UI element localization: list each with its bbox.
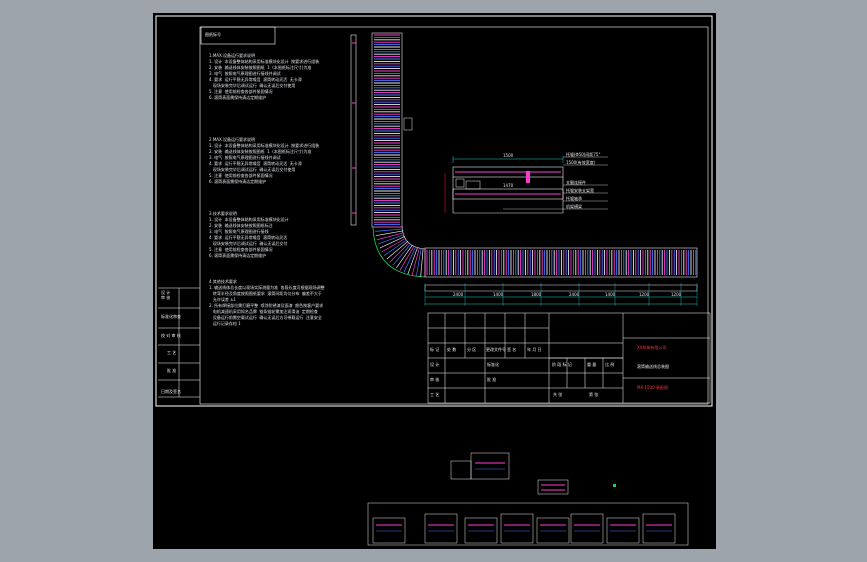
left-strip-3: 工 艺 xyxy=(167,350,177,355)
drawing-canvas[interactable] xyxy=(153,13,716,549)
bottom-dim-3: 2400 xyxy=(569,292,580,297)
tb-stage: 阶 段 标 记 xyxy=(552,362,572,367)
tech-notes-4: 4.其他技术要求 1. 输送线体总长度以现场实际测量为准 各段长度可根据现场调整… xyxy=(209,279,325,326)
thumbnail-sheet xyxy=(500,513,534,544)
callout-1: 1500(有效宽度) xyxy=(566,160,596,165)
vertical-rollers xyxy=(374,34,400,226)
bottom-dim-0: 2400 xyxy=(453,292,464,297)
roller xyxy=(375,230,404,237)
roller xyxy=(379,235,406,249)
plan-label: 图纸标号 xyxy=(205,32,221,37)
roller xyxy=(392,243,412,266)
horizontal-frame xyxy=(424,247,698,278)
left-strip-5: 日期及签名 xyxy=(161,389,181,394)
roller xyxy=(411,248,420,276)
roller xyxy=(399,245,415,271)
section-detail-drawing[interactable] xyxy=(444,156,608,214)
roller xyxy=(381,237,407,253)
left-strip-0: 设 计 审 核 xyxy=(161,290,171,300)
tb-mid-0: 标准化 xyxy=(487,362,499,367)
top-label-box xyxy=(200,26,276,45)
tb-header-5: 年 月 日 xyxy=(527,347,542,352)
cad-viewport[interactable]: 1.MAX.设备运行要求说明 1. 设计 本设备整体结构采用标准模块化设计 按要… xyxy=(153,13,716,549)
dimension-strip xyxy=(424,283,698,306)
tech-notes-1: 1.MAX.设备运行要求说明 1. 设计 本设备整体结构采用标准模块化设计 按要… xyxy=(209,53,320,100)
tb-drawing-name: 滚筒输送线总装图 xyxy=(637,364,669,369)
tb-header-2: 分 区 xyxy=(467,347,477,352)
thumbnail-sheet xyxy=(570,513,604,544)
left-strip-lines xyxy=(158,287,200,398)
left-strip-4: 批 准 xyxy=(167,368,177,373)
tb-row-1: 审 核 xyxy=(430,377,440,382)
horizontal-rollers xyxy=(426,250,697,275)
roller xyxy=(396,244,413,269)
thumbnail-sheet xyxy=(372,517,406,544)
detail-dim-mid: 1470 xyxy=(503,183,514,188)
tb-row-0: 设 计 xyxy=(430,362,440,367)
bottom-dim-4: 1400 xyxy=(605,292,616,297)
tech-notes-3: 3.技术要求说明 1. 设计 本设备整体结构采用标准模块化设计 2. 安装 输送… xyxy=(209,211,289,258)
curve-conveyor[interactable] xyxy=(372,226,426,278)
roller xyxy=(386,240,409,260)
vertical-conveyor[interactable] xyxy=(350,32,413,228)
roller xyxy=(403,246,417,273)
drawing-frame xyxy=(155,15,713,407)
tb-sheet-no: 第 张 xyxy=(589,392,599,397)
callout-3: 托辊安装支架宽 xyxy=(566,188,594,193)
roller xyxy=(376,232,404,241)
callout-5: 机架横梁 xyxy=(566,204,582,209)
roller xyxy=(407,247,418,275)
thumbnail-sheet xyxy=(464,517,498,544)
roller xyxy=(389,242,410,263)
roller xyxy=(375,228,404,232)
callout-0: 托辊(Φ50)间距75° xyxy=(566,152,601,157)
curve-rollers xyxy=(375,226,426,277)
tb-header-4: 签 名 xyxy=(507,347,517,352)
horizontal-conveyor[interactable] xyxy=(424,247,698,278)
thumbnail-sheet xyxy=(606,517,640,544)
thumbnail-sheet xyxy=(424,513,458,544)
roller xyxy=(415,248,422,277)
left-strip-1: 标准化审查 xyxy=(161,314,181,319)
tb-scale: 比 例 xyxy=(605,362,615,367)
tb-header-3: 更改文件号 xyxy=(486,347,506,352)
bottom-dim-1: 1400 xyxy=(493,292,504,297)
tech-notes-2: 2.MAX.设备运行要求说明 1. 设计 本设备整体结构采用标准模块化设计 按要… xyxy=(209,137,320,184)
callout-2: 支腿连接件 xyxy=(566,180,586,185)
layout-thumbnails[interactable] xyxy=(367,452,689,546)
tb-header-1: 处 数 xyxy=(447,347,457,352)
thumbnail-sheet xyxy=(642,513,676,544)
bottom-dim-6: 1200 xyxy=(671,292,682,297)
tb-sheet-total: 共 张 xyxy=(553,392,563,397)
bottom-dim-5: 1200 xyxy=(639,292,650,297)
inner-frame xyxy=(199,26,709,405)
roller xyxy=(377,234,405,245)
tb-header-0: 标 记 xyxy=(430,347,440,352)
tb-mid-1: 批 准 xyxy=(487,377,497,382)
thumbnail-sheet xyxy=(536,517,570,544)
bottom-dim-2: 1800 xyxy=(531,292,542,297)
detail-dim-top: 1500 xyxy=(503,153,514,158)
roller xyxy=(420,248,424,277)
tb-drawing-no: MX-1500-装配图 xyxy=(637,385,669,390)
tb-row-2: 工 艺 xyxy=(430,392,440,397)
roller xyxy=(383,239,408,256)
title-block xyxy=(427,312,711,404)
left-strip-2: 校 对 审 核 xyxy=(161,333,181,338)
drive-unit xyxy=(403,117,413,131)
tb-company: XX机械有限公司 xyxy=(637,345,667,350)
tb-weight: 重 量 xyxy=(587,362,597,367)
left-rail xyxy=(350,34,357,226)
callout-4: 托辊轴承 xyxy=(566,196,582,201)
